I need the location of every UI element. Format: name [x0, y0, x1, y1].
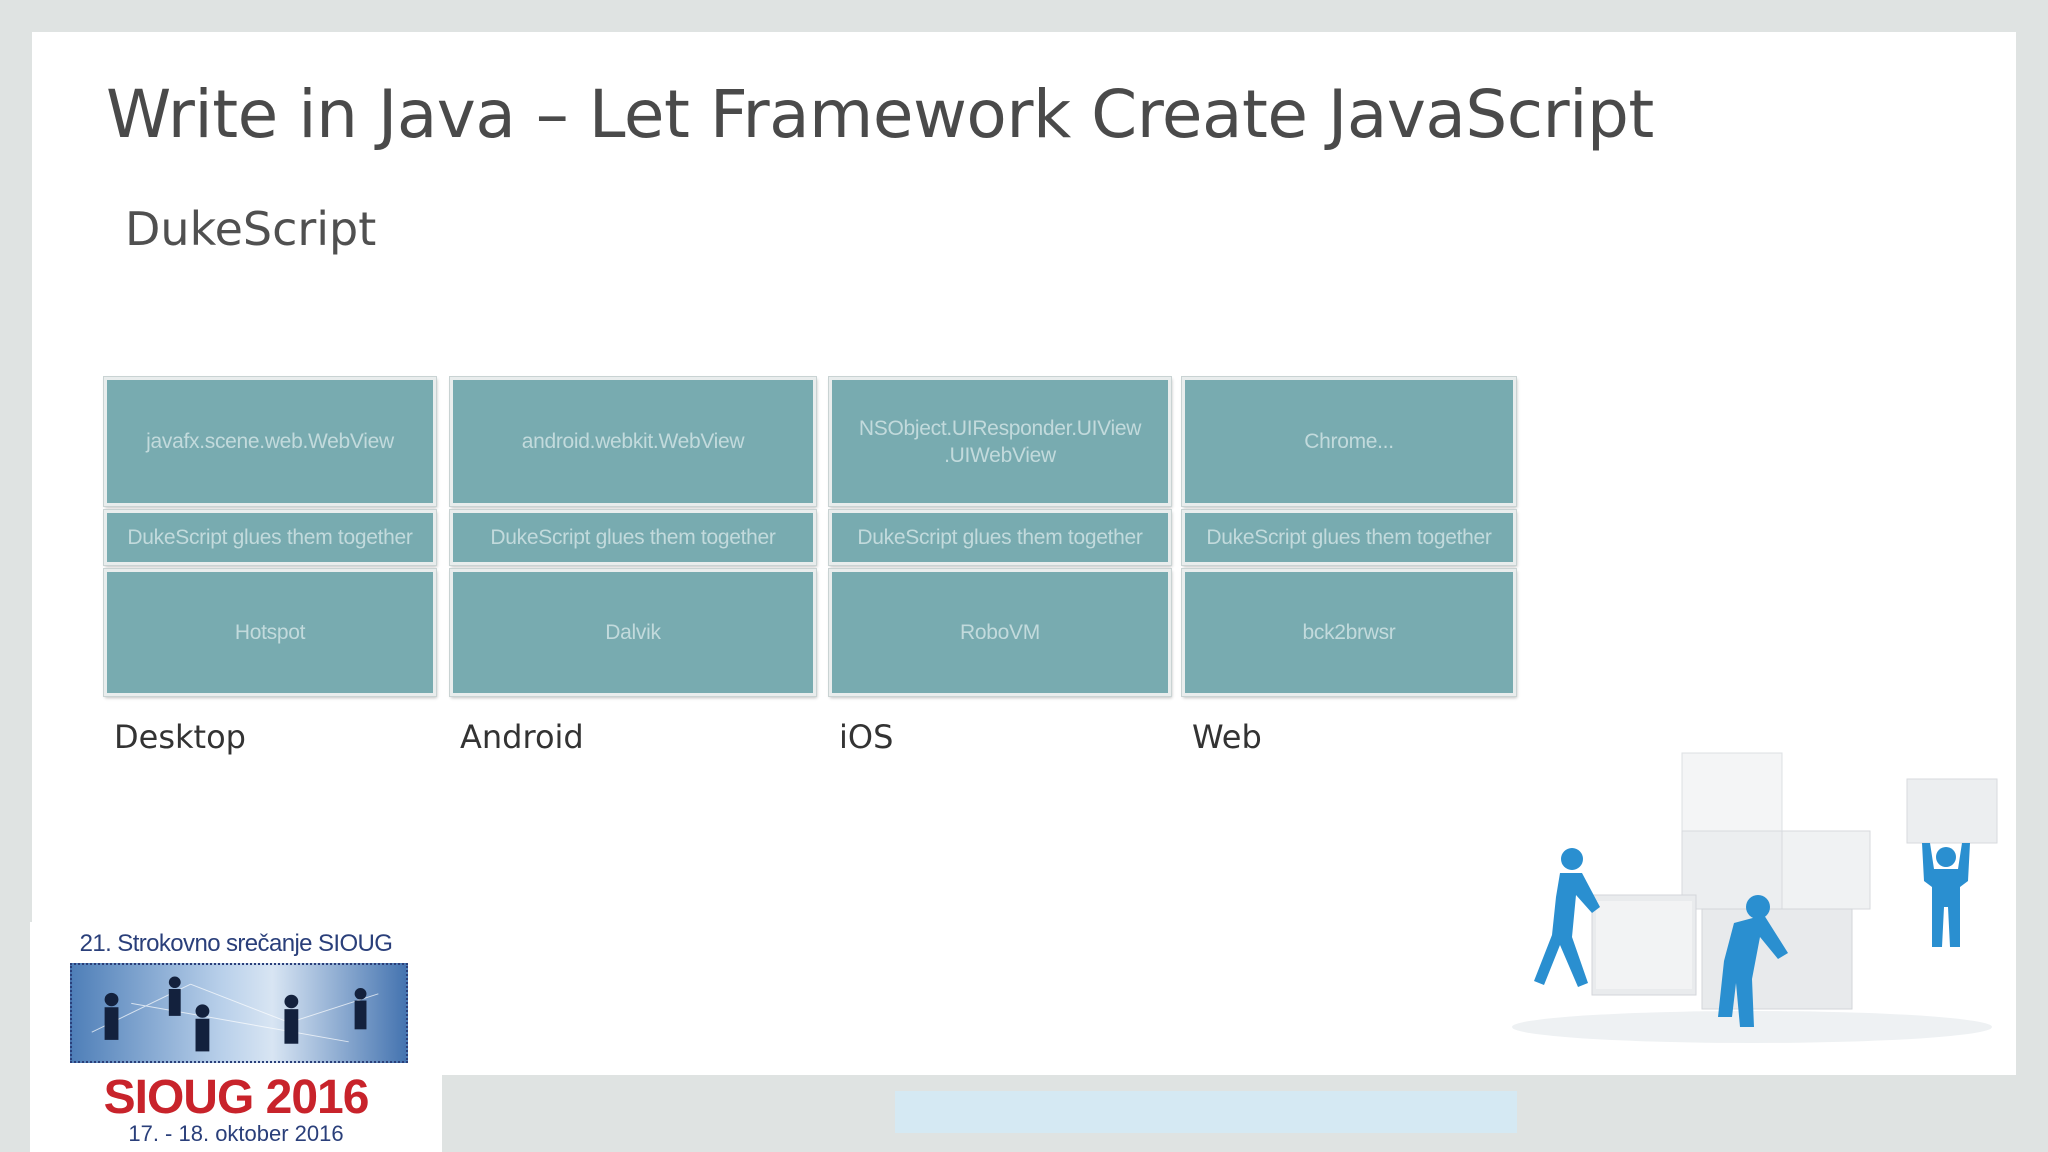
glue-box: DukeScript glues them together	[1182, 510, 1516, 565]
webview-box: Chrome...	[1182, 377, 1516, 506]
platform-label: iOS	[839, 718, 894, 756]
runtime-box: RoboVM	[829, 569, 1171, 696]
runtime-box: Hotspot	[104, 569, 436, 696]
webview-box: NSObject.UIResponder.UIView .UIWebView	[829, 377, 1171, 506]
progress-bar	[895, 1091, 1517, 1133]
slide: Write in Java – Let Framework Create Jav…	[32, 32, 2016, 1075]
slide-subtitle: DukeScript	[125, 202, 377, 256]
logo-brand: SIOUG 2016	[103, 1071, 370, 1124]
runtime-box: Dalvik	[450, 569, 816, 696]
webview-box: android.webkit.WebView	[450, 377, 816, 506]
glue-box: DukeScript glues them together	[450, 510, 816, 565]
glue-box: DukeScript glues them together	[104, 510, 436, 565]
logo-dates: 17. - 18. oktober 2016	[128, 1121, 344, 1146]
people-stacking-boxes-illustration	[1512, 752, 1998, 1043]
platform-label: Desktop	[114, 718, 246, 756]
slide-title: Write in Java – Let Framework Create Jav…	[106, 76, 1654, 153]
runtime-box: bck2brwsr	[1182, 569, 1516, 696]
platform-label: Android	[460, 718, 584, 756]
logo-meeting-text: 21. Strokovno srečanje SIOUG	[79, 930, 393, 957]
glue-box: DukeScript glues them together	[829, 510, 1171, 565]
webview-box: javafx.scene.web.WebView	[104, 377, 436, 506]
platform-label: Web	[1192, 718, 1262, 756]
sioug-logo: 21. Strokovno srečanje SIOUG SIOUG 2016 …	[30, 922, 442, 1152]
network-people-globe-picture	[70, 963, 408, 1063]
